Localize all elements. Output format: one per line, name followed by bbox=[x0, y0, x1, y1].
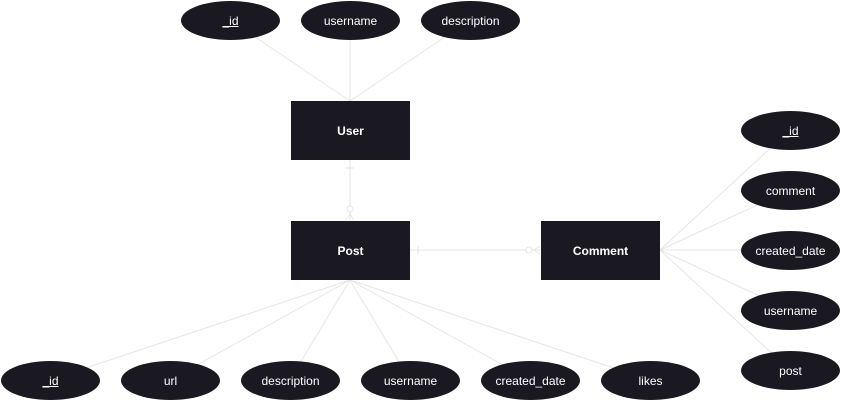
crowfoot-post-zero-circle bbox=[346, 205, 354, 213]
entity-user[interactable]: User bbox=[291, 101, 410, 160]
attr-user-description[interactable]: description bbox=[421, 1, 520, 40]
attr-comment-comment[interactable]: comment bbox=[741, 171, 840, 210]
attr-post-created-date-label: created_date bbox=[495, 373, 566, 388]
attr-comment-username-label: username bbox=[763, 303, 818, 318]
edge-comment-id bbox=[659, 129, 791, 251]
entity-post-label: Post bbox=[337, 243, 364, 258]
crowfoot-comment-many-bottom bbox=[533, 249, 541, 255]
attr-post-username-label: username bbox=[383, 373, 438, 388]
edge-post-id bbox=[49, 279, 351, 381]
entity-user-label: User bbox=[337, 123, 364, 138]
crowfoot-comment-many-top bbox=[533, 245, 541, 251]
edge-post-likes bbox=[349, 279, 651, 381]
attr-comment-post[interactable]: post bbox=[741, 351, 840, 390]
attr-post-likes-label: likes bbox=[638, 373, 663, 388]
attr-user-description-label: description bbox=[441, 13, 500, 28]
entity-comment-label: Comment bbox=[572, 243, 629, 258]
attr-comment-created-date-label: created_date bbox=[755, 243, 826, 258]
crowfoot-comment-zero-circle bbox=[525, 246, 533, 254]
attr-comment-username[interactable]: username bbox=[741, 291, 840, 330]
attr-post-description[interactable]: description bbox=[241, 361, 340, 400]
entity-post[interactable]: Post bbox=[291, 221, 410, 280]
entity-comment[interactable]: Comment bbox=[541, 221, 660, 280]
attr-comment-id[interactable]: _id bbox=[741, 111, 840, 150]
attr-user-id[interactable]: _id bbox=[181, 1, 280, 40]
edge-post-url bbox=[169, 279, 351, 381]
edge-comment-post bbox=[659, 249, 791, 371]
attr-post-username[interactable]: username bbox=[361, 361, 460, 400]
attr-comment-comment-label: comment bbox=[765, 183, 816, 198]
attr-user-id-label: _id bbox=[222, 13, 239, 28]
attr-post-url-label: url bbox=[163, 373, 178, 388]
attr-comment-id-label: _id bbox=[782, 123, 799, 138]
attr-user-username[interactable]: username bbox=[301, 1, 400, 40]
attr-post-id-label: _id bbox=[42, 373, 59, 388]
attr-post-description-label: description bbox=[261, 373, 320, 388]
crowfoot-post-many-left bbox=[345, 213, 351, 221]
edge-post-created-date bbox=[349, 279, 531, 381]
attr-comment-created-date[interactable]: created_date bbox=[741, 231, 840, 270]
crowfoot-post-many-right bbox=[349, 213, 355, 221]
attr-user-username-label: username bbox=[323, 13, 378, 28]
attr-post-created-date[interactable]: created_date bbox=[481, 361, 580, 400]
attr-post-likes[interactable]: likes bbox=[601, 361, 700, 400]
attr-post-id[interactable]: _id bbox=[1, 361, 100, 400]
attr-comment-post-label: post bbox=[779, 363, 802, 378]
attr-post-url[interactable]: url bbox=[121, 361, 220, 400]
